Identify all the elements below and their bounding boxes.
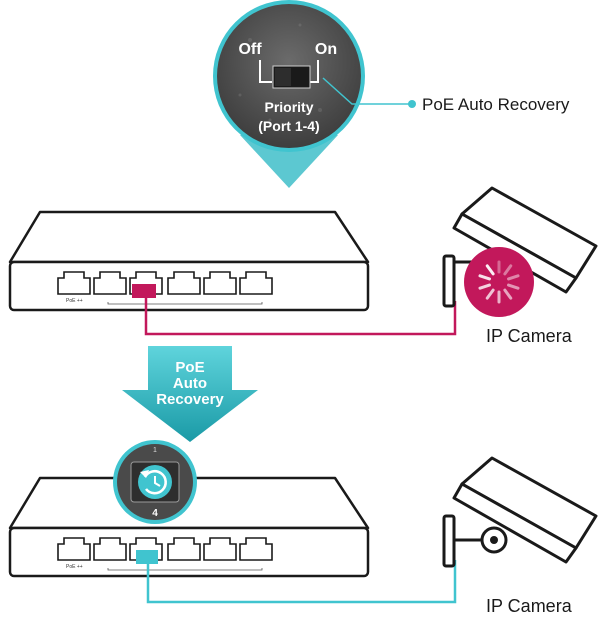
switch-off-label: Off	[238, 41, 262, 58]
switch-top-ports	[57, 271, 273, 295]
priority-label: Priority	[264, 99, 313, 115]
offline-status-circle	[464, 247, 534, 317]
spinner-ray	[507, 274, 520, 281]
spinner-ray	[503, 264, 513, 276]
cable-bottom	[146, 560, 457, 604]
arrow-text-line2: Auto	[173, 375, 207, 392]
arrow-text-line1: PoE	[175, 359, 204, 376]
top-port-1	[57, 271, 91, 295]
spinner-ray	[507, 283, 520, 290]
spinner-ray	[478, 283, 491, 290]
arrow-shape	[122, 346, 258, 442]
bottom-port-6	[239, 537, 273, 561]
callout-dot	[408, 100, 416, 108]
arrow-text-line3: Recovery	[156, 391, 224, 408]
on-bracket	[310, 60, 319, 83]
switch-top: PoE ++	[8, 210, 370, 312]
callout-line	[322, 77, 412, 105]
poe-marking-bottom: PoE ++	[66, 564, 83, 570]
recovery-icon-arrowhead	[140, 470, 149, 478]
dip-switch-knob[interactable]	[275, 68, 291, 86]
spinner-ray	[485, 264, 495, 276]
poe-auto-recovery-label: PoE Auto Recovery	[422, 95, 570, 114]
loading-spinner-icon	[478, 260, 520, 304]
bottom-port-5	[203, 537, 237, 561]
bottom-port-4	[167, 537, 201, 561]
top-port-5	[203, 271, 237, 295]
priority-port-label: (Port 1-4)	[258, 118, 319, 134]
ip-camera-top	[442, 186, 598, 317]
camera-top-mount	[442, 254, 456, 308]
port-group-bracket-bottom	[107, 568, 263, 571]
bubble-pointer	[240, 135, 338, 188]
top-port-2	[93, 271, 127, 295]
switch-zoom-bubble: Off On Priority (Port 1-4)	[213, 0, 365, 188]
spinner-ray	[478, 274, 491, 281]
recovery-zoom-bubble: 1 4	[113, 440, 197, 524]
clock-hands-icon	[154, 476, 161, 487]
ip-camera-label-bottom: IP Camera	[486, 596, 573, 616]
ip-camera-label-top: IP Camera	[486, 326, 573, 346]
port-group-bracket-top	[107, 302, 263, 305]
spinner-ray	[503, 288, 513, 300]
camera-bottom-mount	[442, 514, 456, 568]
zoom-top-mark: 1	[153, 447, 157, 454]
port-number-label: 4	[152, 508, 158, 519]
poe-marking-top: PoE ++	[66, 298, 83, 304]
bottom-port-1	[57, 537, 91, 561]
top-port-6	[239, 271, 273, 295]
poe-auto-recovery-arrow: PoE Auto Recovery	[122, 346, 258, 442]
recovery-icon	[143, 469, 167, 495]
switch-top-lid	[8, 210, 370, 264]
active-port-bottom	[136, 550, 158, 564]
ip-camera-bottom	[442, 456, 598, 568]
active-port-top	[132, 284, 156, 298]
cable-top	[144, 298, 457, 336]
camera-bottom-underside	[452, 482, 578, 564]
off-bracket	[259, 60, 272, 83]
top-port-4	[167, 271, 201, 295]
bottom-port-2	[93, 537, 127, 561]
camera-bottom-joint-center	[490, 536, 498, 544]
spinner-ray	[485, 288, 495, 300]
switch-on-label: On	[315, 41, 337, 58]
